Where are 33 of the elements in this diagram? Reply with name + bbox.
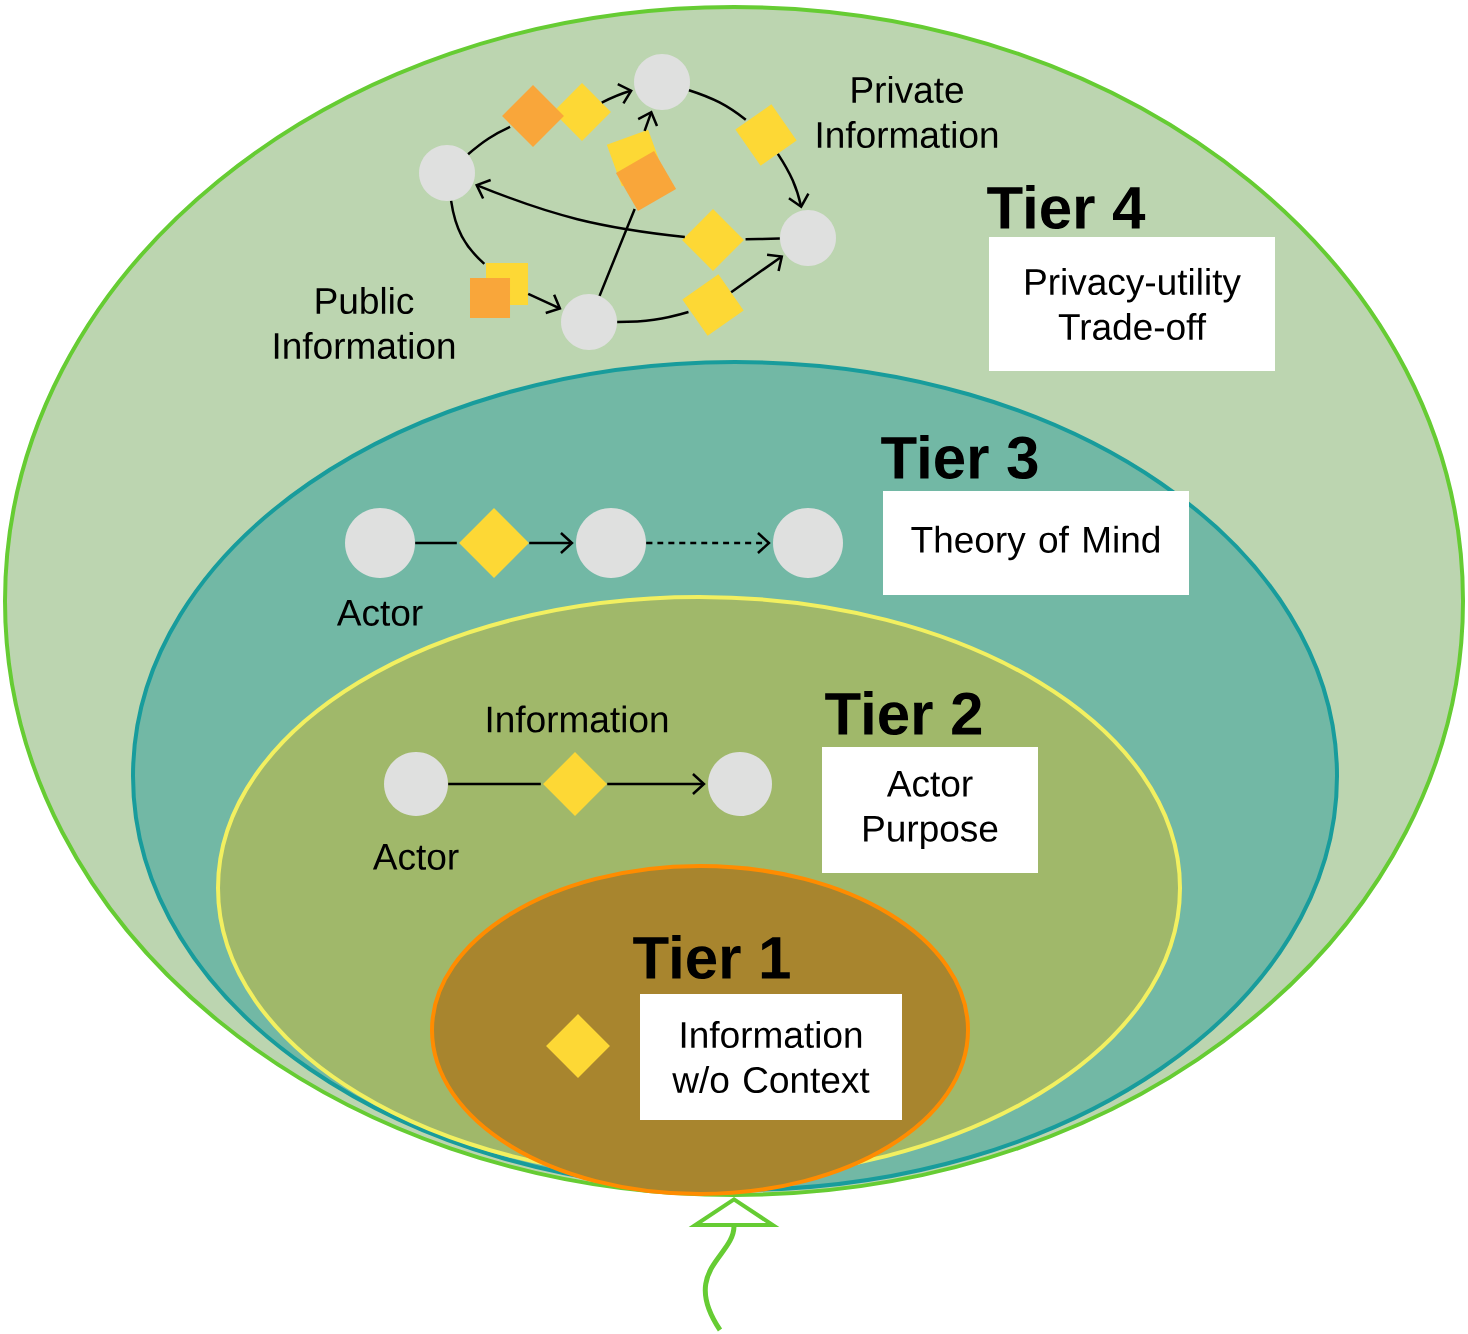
tier-heading: Tier 4 (987, 184, 1146, 230)
text-box: Theory of Mind (883, 491, 1189, 595)
arrow (529, 532, 574, 554)
arrow (730, 253, 784, 294)
area-label: Public Information (274, 286, 455, 360)
node-caption: Actor (372, 844, 459, 870)
arrow (646, 532, 771, 554)
node-caption: Actor (336, 600, 423, 626)
information-diamond (502, 85, 564, 147)
arrow (776, 153, 810, 209)
node-caption: Information (487, 705, 668, 733)
tier-heading: Tier 1 (633, 934, 790, 980)
actor-circle (780, 210, 836, 266)
tier-heading: Tier 2 (825, 690, 982, 736)
actor-circle (634, 54, 690, 110)
actor-circle (419, 145, 475, 201)
text-box: Information w/o Context (640, 994, 902, 1120)
information-square (470, 278, 510, 318)
information-diamond (459, 508, 529, 578)
actor-circle (576, 508, 646, 578)
tier-heading: Tier 3 (881, 434, 1038, 480)
area-label: Private Information (817, 75, 998, 149)
text-box: Privacy-utility Trade-off (989, 237, 1275, 371)
text-box: Actor Purpose (822, 747, 1038, 873)
actor-circle (773, 508, 843, 578)
arrow (527, 292, 562, 315)
arrow (601, 83, 633, 104)
arrow (607, 773, 706, 795)
information-diamond (546, 1014, 610, 1078)
actor-circle (708, 752, 772, 816)
information-diamond (682, 209, 744, 271)
arrow (474, 178, 685, 239)
actor-circle (561, 294, 617, 350)
